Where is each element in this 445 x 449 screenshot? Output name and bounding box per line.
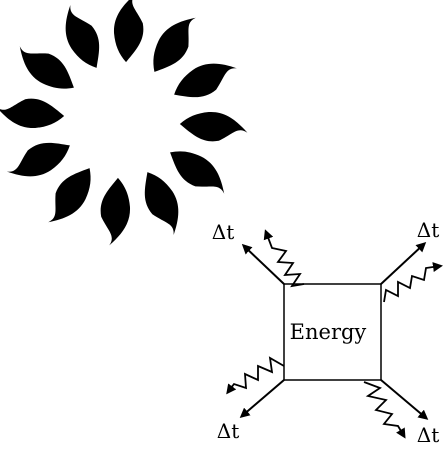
arrow-top-left (241, 243, 285, 285)
sun-petal (0, 98, 65, 128)
arrow-bottom-left (239, 379, 285, 418)
sun-petal (153, 17, 196, 72)
energy-box (283, 283, 382, 381)
time-label-bottom-right: Δt (417, 423, 439, 447)
arrow-top-right (380, 241, 427, 285)
time-label-top-left: Δt (212, 220, 234, 244)
sun-petal (174, 63, 238, 98)
sun-petal (114, 0, 144, 63)
sun-petal (179, 112, 248, 142)
sun-petal (144, 172, 179, 236)
photon-arrows (226, 229, 443, 439)
energy-label: Energy (290, 320, 367, 344)
time-label-top-right: Δt (417, 218, 439, 242)
sun-petal (100, 177, 130, 246)
sun-petal (6, 142, 70, 177)
sun-icon (0, 0, 248, 246)
sun-petal (65, 4, 100, 68)
sun-petal (170, 151, 225, 194)
emission-arrows (239, 241, 429, 420)
photon-bottom-left (226, 356, 285, 395)
photon-bottom-right (363, 381, 406, 439)
time-label-bottom-left: Δt (217, 419, 239, 443)
photon-top-right (383, 262, 443, 303)
sun-petal (48, 168, 91, 223)
sun-petal (19, 46, 74, 89)
arrow-bottom-right (380, 379, 429, 420)
photon-top-left (263, 229, 305, 288)
